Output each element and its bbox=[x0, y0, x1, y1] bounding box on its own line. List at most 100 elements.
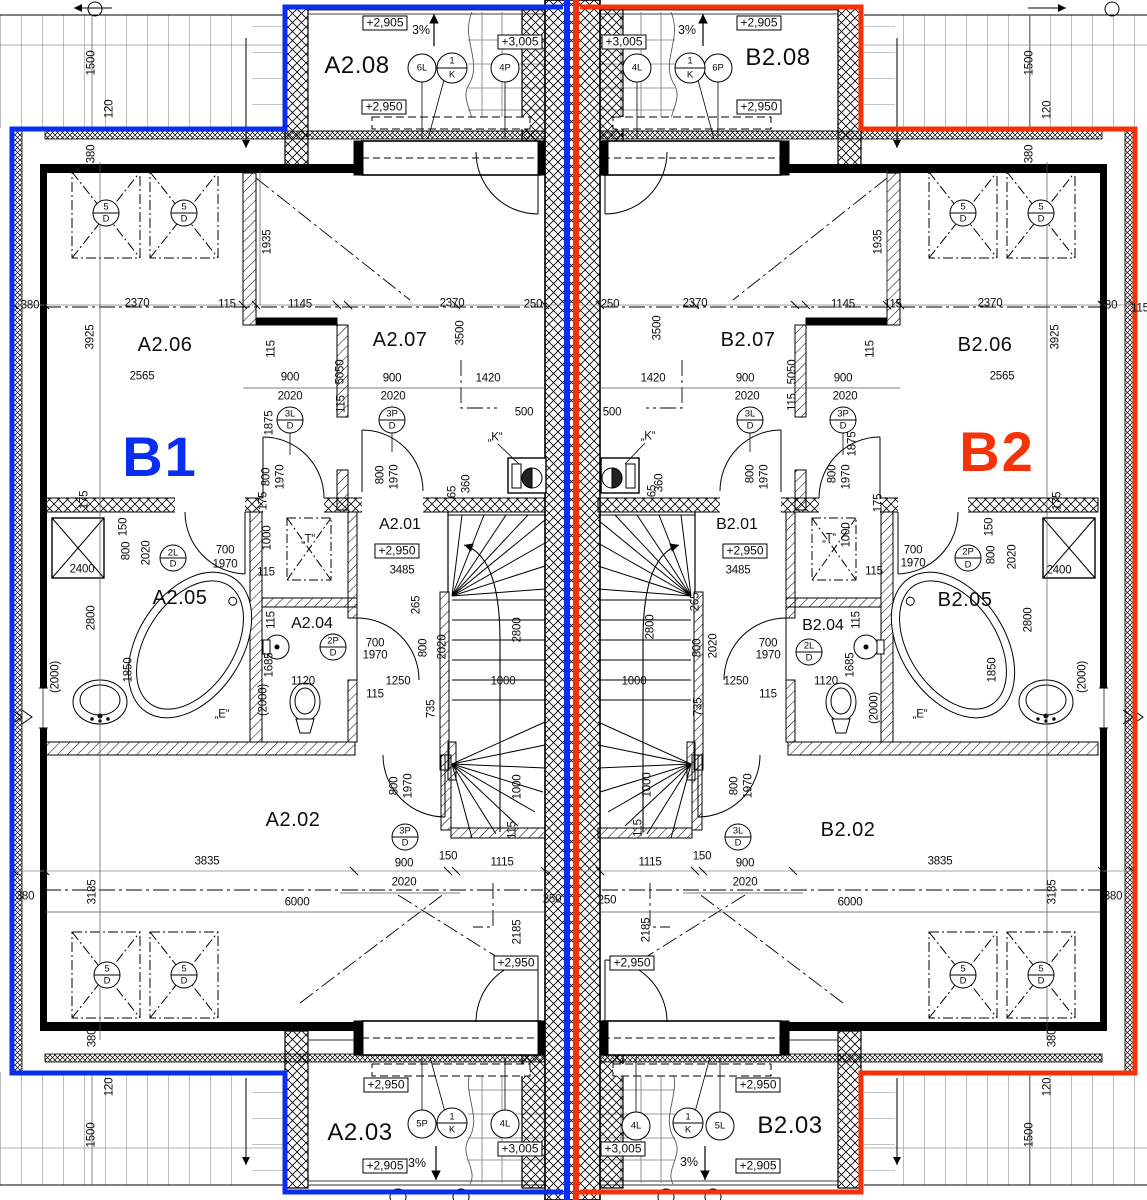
label-224-1500: 1500 bbox=[85, 1122, 98, 1148]
party-wall-strips bbox=[564, 0, 579, 1200]
label-142-1000: 1000 bbox=[490, 675, 516, 688]
label-241-5L: 5L bbox=[714, 1120, 726, 1132]
label-232-4L: 4L bbox=[499, 1118, 511, 1130]
label-29-D: D bbox=[959, 213, 967, 225]
label-161-700: 700 bbox=[758, 637, 778, 650]
label-41-2370: 2370 bbox=[682, 297, 708, 310]
label-213-5: 5 bbox=[104, 963, 110, 975]
room-b2-02: B2.02 bbox=[820, 819, 876, 841]
label-131-1685: 1685 bbox=[263, 652, 276, 678]
label-64-2020: 2020 bbox=[277, 390, 303, 403]
label-125-2000: (2000) bbox=[49, 660, 62, 694]
label-198-150: 150 bbox=[692, 850, 712, 863]
label-126-E: „E“ bbox=[214, 708, 230, 721]
label-179-2000: (2000) bbox=[1076, 660, 1089, 694]
label-196-6000: 6000 bbox=[284, 896, 310, 909]
label-132-1120: 1120 bbox=[291, 675, 315, 688]
partitions bbox=[44, 172, 1099, 839]
label-23-380: 380 bbox=[1023, 144, 1036, 164]
label-76-K: „K“ bbox=[640, 430, 656, 443]
label-236-2950: +2,950 bbox=[735, 1077, 781, 1093]
stairs-left bbox=[448, 514, 546, 839]
label-145-115: 115 bbox=[506, 821, 519, 839]
label-120-T: „T“ bbox=[300, 533, 316, 546]
label-124-1850: 1850 bbox=[122, 657, 135, 683]
label-91-800: 800 bbox=[374, 465, 387, 485]
room-a2-02: A2.02 bbox=[265, 809, 321, 831]
label-152-1000: 1000 bbox=[641, 772, 654, 798]
label-231-K: K bbox=[448, 1124, 456, 1136]
label-60-115: 115 bbox=[335, 395, 348, 413]
label-227-2950: +2,950 bbox=[363, 1077, 409, 1093]
label-117-1970: 1970 bbox=[212, 558, 238, 571]
label-3-6L: 6L bbox=[416, 62, 428, 74]
label-244-2905: +2,905 bbox=[735, 1158, 781, 1174]
t-box-right bbox=[811, 517, 857, 581]
label-97-65: 65 bbox=[446, 485, 459, 499]
label-187-3L: 3L bbox=[732, 825, 744, 837]
label-139-800: 800 bbox=[417, 638, 430, 658]
label-12-4L: 4L bbox=[631, 62, 643, 74]
label-237-4L: 4L bbox=[630, 1120, 642, 1132]
label-95-800: 800 bbox=[826, 464, 839, 484]
toilet-right bbox=[825, 682, 857, 734]
label-44-2370: 2370 bbox=[977, 297, 1003, 310]
label-221-380: 380 bbox=[86, 1028, 99, 1048]
label-153-115: 115 bbox=[632, 819, 645, 837]
label-239-1: 1 bbox=[685, 1111, 691, 1123]
stairs-right bbox=[597, 514, 695, 839]
label-80-D: D bbox=[286, 420, 294, 432]
label-11-2905: +2,905 bbox=[736, 15, 782, 31]
room-b2-03: B2.03 bbox=[757, 1112, 823, 1139]
label-18-1500: 1500 bbox=[85, 50, 98, 76]
unit-label-b1: B1 bbox=[122, 425, 198, 488]
label-63-900: 900 bbox=[280, 371, 300, 384]
label-39-250: 250 bbox=[523, 298, 543, 311]
label-32-1935: 1935 bbox=[261, 229, 274, 255]
label-48-115: 115 bbox=[265, 340, 278, 358]
room-b2-04: B2.04 bbox=[802, 617, 844, 634]
label-15-6P: 6P bbox=[712, 62, 724, 74]
room-b2-05: B2.05 bbox=[937, 589, 993, 611]
label-5-K: K bbox=[448, 69, 456, 81]
label-52-3925: 3925 bbox=[1049, 324, 1062, 350]
label-197-1115: 1115 bbox=[638, 856, 662, 869]
label-14-K: K bbox=[686, 69, 694, 81]
unit-outline-b1 bbox=[9, 4, 563, 1195]
label-148-2020: 2020 bbox=[707, 633, 720, 659]
label-193-150: 150 bbox=[438, 850, 458, 863]
label-47-3925: 3925 bbox=[84, 324, 97, 350]
label-79-3L: 3L bbox=[284, 408, 296, 420]
unit-label-b2: B2 bbox=[959, 420, 1035, 483]
label-141-2800: 2800 bbox=[511, 617, 524, 643]
label-8-2950: +2,950 bbox=[361, 99, 407, 115]
label-107-3485: 3485 bbox=[389, 564, 415, 577]
room-a2-04: A2.04 bbox=[291, 615, 333, 632]
label-158-1685: 1685 bbox=[844, 652, 857, 678]
label-58-2565: 2565 bbox=[989, 370, 1015, 383]
label-216-D: D bbox=[180, 975, 188, 987]
symbol-circles bbox=[92, 52, 1055, 1141]
label-92-1970: 1970 bbox=[388, 464, 401, 490]
t-box-left bbox=[286, 517, 332, 581]
label-40-250: 250 bbox=[600, 298, 620, 311]
label-194-1115: 1115 bbox=[490, 856, 514, 869]
label-180-E: „E“ bbox=[912, 708, 928, 721]
label-191-3835: 3835 bbox=[194, 855, 220, 868]
label-83-3L: 3L bbox=[744, 408, 756, 420]
room-b2-06: B2.06 bbox=[957, 334, 1013, 356]
label-163-1250: 1250 bbox=[723, 675, 749, 688]
roof-overhang-bands bbox=[0, 14, 1147, 1186]
label-217-5: 5 bbox=[960, 963, 966, 975]
label-109-2950: +2,950 bbox=[722, 543, 768, 559]
label-13-1: 1 bbox=[687, 55, 693, 67]
label-166-700: 700 bbox=[903, 544, 923, 557]
label-167-1970: 1970 bbox=[900, 557, 926, 570]
label-149-2800: 2800 bbox=[644, 614, 657, 640]
label-214-D: D bbox=[103, 975, 111, 987]
room-a2-06: A2.06 bbox=[137, 334, 193, 356]
label-235-3: 3% bbox=[407, 1155, 427, 1170]
label-106-2950: +2,950 bbox=[374, 543, 420, 559]
room-b2-08: B2.08 bbox=[745, 44, 811, 71]
